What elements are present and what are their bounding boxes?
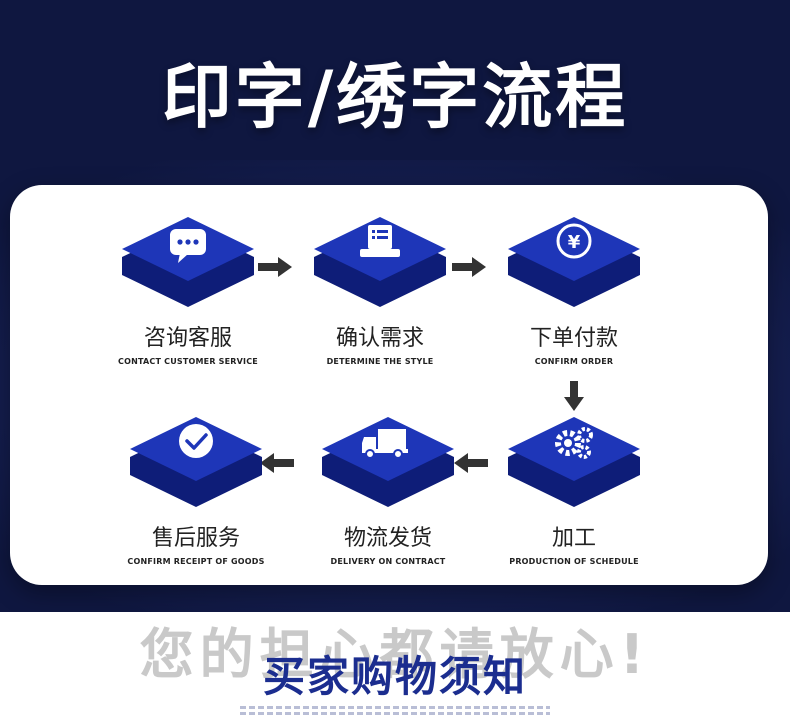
decorative-fine-print: [240, 706, 550, 709]
tile-icon: [314, 217, 446, 307]
tile-icon: [130, 417, 262, 507]
tile-icon: [322, 417, 454, 507]
step-title: 确认需求: [335, 326, 424, 351]
step-subtitle: CONFIRM ORDER: [534, 357, 614, 366]
gears-icon: [555, 427, 593, 459]
step-title: 下单付款: [529, 326, 618, 351]
process-card: 咨询客服 CONTACT CUSTOMER SERVICE: [10, 185, 768, 585]
arrow-right-icon: [452, 257, 486, 277]
step-after-sales: 售后服务 CONFIRM RECEIPT OF GOODS: [106, 413, 286, 567]
tile-icon: ¥: [508, 217, 640, 307]
truck-icon: [362, 429, 408, 459]
step-determine-style: 确认需求 DETERMINE THE STYLE: [290, 213, 470, 367]
check-circle-icon: [179, 424, 213, 458]
svg-text:¥: ¥: [568, 232, 581, 253]
footer-title: 买家购物须知: [262, 652, 527, 701]
step-subtitle: DETERMINE THE STYLE: [326, 357, 434, 366]
step-title: 咨询客服: [143, 326, 232, 351]
tile-icon: [508, 417, 640, 507]
step-subtitle: DELIVERY ON CONTRACT: [330, 557, 446, 566]
decorative-fine-print: [240, 712, 550, 715]
arrow-down-icon: [564, 381, 584, 411]
yuan-coin-icon: ¥: [556, 223, 592, 259]
step-title: 加工: [551, 526, 596, 551]
footer-section: 您的担心都请放心! 买家购物须知: [0, 612, 790, 722]
step-title: 售后服务: [151, 526, 240, 551]
step-subtitle: CONTACT CUSTOMER SERVICE: [118, 357, 258, 366]
step-production: 加工 PRODUCTION OF SCHEDULE: [484, 413, 664, 567]
tile-icon: [122, 217, 254, 307]
arrow-right-icon: [258, 257, 292, 277]
page-title: 印字/绣字流程: [161, 56, 629, 138]
arrow-left-icon: [260, 453, 294, 473]
header-banner: 印字/绣字流程 咨询客服 CONTACT CUSTOMER SERVIC: [0, 0, 790, 612]
watermark-text: 您的担心都请放心!: [139, 623, 651, 686]
step-subtitle: CONFIRM RECEIPT OF GOODS: [127, 557, 265, 566]
arrow-left-icon: [454, 453, 488, 473]
step-title: 物流发货: [343, 526, 432, 551]
chat-icon: [170, 229, 206, 263]
document-tray-icon: [360, 225, 400, 257]
step-confirm-order: ¥ 下单付款 CONFIRM ORDER: [484, 213, 664, 367]
step-subtitle: PRODUCTION OF SCHEDULE: [509, 557, 639, 566]
step-contact-service: 咨询客服 CONTACT CUSTOMER SERVICE: [98, 213, 278, 367]
step-delivery: 物流发货 DELIVERY ON CONTRACT: [298, 413, 478, 567]
